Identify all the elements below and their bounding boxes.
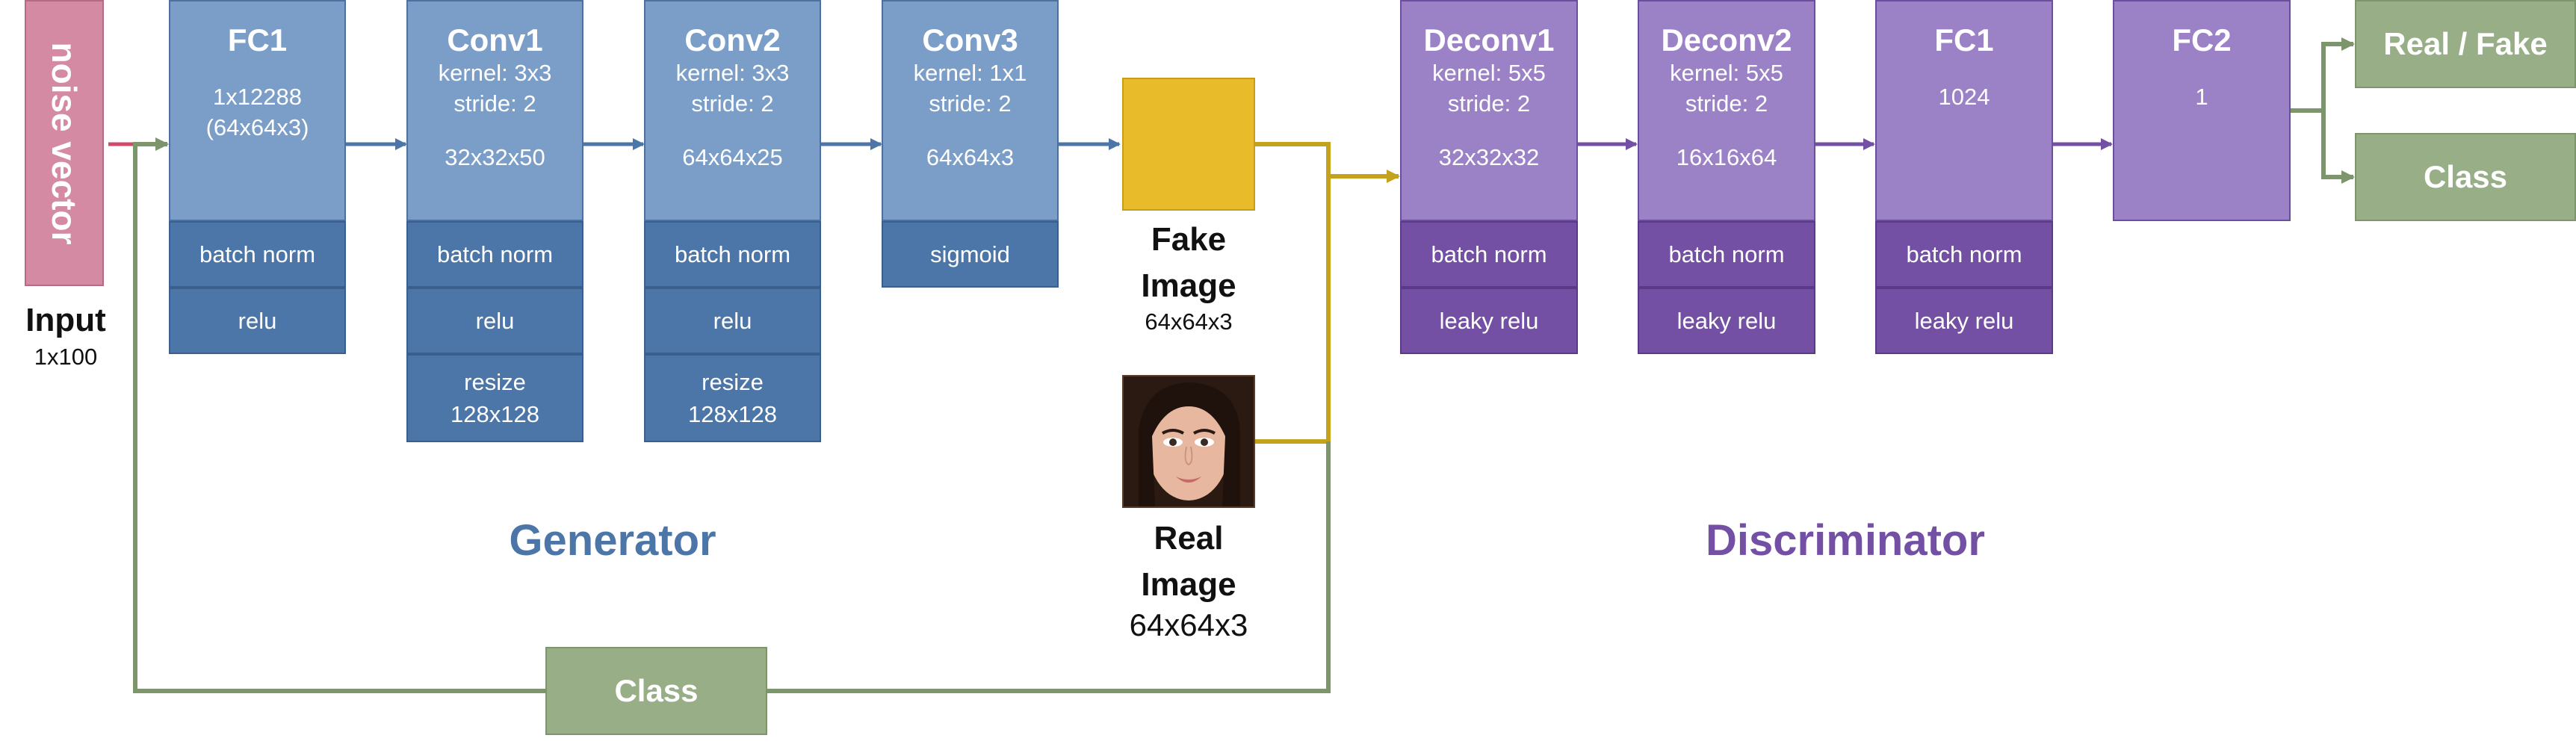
conv3-kernel: kernel: 1x1 (913, 60, 1027, 87)
conv1-kernel: kernel: 3x3 (438, 60, 552, 87)
fake-image-label-line2: Image (1141, 267, 1236, 304)
conv2-batchnorm-label: batch norm (674, 241, 791, 267)
conv2-relu-label: relu (713, 307, 752, 334)
gen-fc1-dim1: 1x12288 (213, 84, 302, 111)
output-class-label: Class (2423, 158, 2508, 194)
conv2-dim: 64x64x25 (682, 143, 783, 170)
real-image-photo (1122, 375, 1255, 508)
conv2-kernel: kernel: 3x3 (675, 60, 790, 87)
gen-fc1-dim2: (64x64x3) (205, 114, 309, 140)
conv1-resize-label: resize (464, 368, 526, 395)
output-real-fake: Real / Fake (2355, 0, 2576, 88)
disc-fc2-block: FC2 1 (2113, 0, 2291, 221)
conv2-relu: relu (644, 288, 821, 354)
conv1-block: Conv1 kernel: 3x3 stride: 2 32x32x50 (406, 0, 583, 221)
noise-vector-label: noise vector (45, 42, 84, 244)
deconv1-batchnorm-label: batch norm (1431, 241, 1547, 267)
deconv1-kernel: kernel: 5x5 (1432, 60, 1546, 87)
disc-fc2-dim: 1 (2195, 84, 2208, 111)
class-input-box: Class (545, 647, 767, 735)
fake-image (1122, 78, 1255, 211)
conv1-dim: 32x32x50 (445, 143, 545, 170)
conv2-block: Conv2 kernel: 3x3 stride: 2 64x64x25 (644, 0, 821, 221)
conv2-resize: resize 128x128 (644, 354, 821, 442)
conv3-stride: stride: 2 (929, 90, 1012, 117)
gen-fc1-batchnorm: batch norm (169, 221, 346, 288)
generator-title: Generator (509, 516, 716, 565)
gen-fc1-batchnorm-label: batch norm (199, 241, 316, 267)
conv2-resize-label: resize (702, 368, 764, 395)
conv3-dim: 64x64x3 (926, 143, 1015, 170)
input-size: 1x100 (34, 343, 98, 370)
input-label-group: Input 1x100 (10, 297, 122, 371)
arrow-to-class-output (2321, 111, 2355, 184)
conv3-sigmoid-label: sigmoid (930, 241, 1010, 267)
real-image-label-line2: Image (1141, 565, 1236, 603)
deconv2-block: Deconv2 kernel: 5x5 stride: 2 16x16x64 (1638, 0, 1815, 221)
conv1-relu-label: relu (475, 307, 515, 334)
deconv1-block: Deconv1 kernel: 5x5 stride: 2 32x32x32 (1400, 0, 1578, 221)
disc-fc2-title: FC2 (2172, 22, 2232, 58)
deconv2-leaky-relu-label: leaky relu (1676, 307, 1777, 334)
input-label: Input (25, 302, 106, 338)
deconv1-title: Deconv1 (1423, 22, 1555, 58)
discriminator-title: Discriminator (1706, 516, 1985, 565)
conv1-batchnorm: batch norm (406, 221, 583, 288)
conv2-title: Conv2 (684, 22, 781, 58)
deconv2-batchnorm-label: batch norm (1668, 241, 1785, 267)
conv3-title: Conv3 (922, 22, 1018, 58)
deconv1-dim: 32x32x32 (1438, 143, 1540, 170)
disc-fc1-leaky-relu: leaky relu (1875, 288, 2053, 354)
real-image-label-group: Real Image 64x64x3 (1092, 515, 1285, 643)
conv2-batchnorm: batch norm (644, 221, 821, 288)
arrow-class-to-fc1 (133, 137, 545, 693)
real-image-label-line1: Real (1154, 520, 1224, 557)
disc-fc1-batchnorm-label: batch norm (1906, 241, 2022, 267)
deconv2-batchnorm: batch norm (1638, 221, 1815, 288)
arrow-to-real-fake (2321, 37, 2355, 111)
disc-fc1-batchnorm: batch norm (1875, 221, 2053, 288)
conv3-block: Conv3 kernel: 1x1 stride: 2 64x64x3 (882, 0, 1059, 221)
disc-fc1-dim: 1024 (1938, 84, 1990, 111)
deconv1-stride: stride: 2 (1447, 90, 1531, 117)
conv1-batchnorm-label: batch norm (436, 241, 554, 267)
deconv2-dim: 16x16x64 (1676, 143, 1777, 170)
conv1-relu: relu (406, 288, 583, 354)
noise-vector: noise vector (25, 0, 104, 286)
conv1-resize: resize 128x128 (406, 354, 583, 442)
real-image-size: 64x64x3 (1129, 607, 1248, 643)
conv1-resize-size: 128x128 (451, 401, 539, 427)
gen-fc1-title: FC1 (227, 22, 288, 58)
conv3-sigmoid: sigmoid (882, 221, 1059, 288)
gen-fc1-block: FC1 1x12288 (64x64x3) (169, 0, 346, 221)
conv1-title: Conv1 (447, 22, 543, 58)
deconv2-leaky-relu: leaky relu (1638, 288, 1815, 354)
deconv2-kernel: kernel: 5x5 (1670, 60, 1783, 87)
output-real-fake-label: Real / Fake (2383, 25, 2548, 61)
deconv1-batchnorm: batch norm (1400, 221, 1578, 288)
line-fake-to-discriminator (1255, 142, 1331, 176)
output-class: Class (2355, 133, 2576, 221)
line-class-to-image-junction (767, 441, 1331, 693)
fake-image-size: 64x64x3 (1145, 309, 1233, 335)
gen-fc1-relu-label: relu (238, 307, 277, 334)
fake-image-label-line1: Fake (1151, 221, 1227, 258)
deconv2-stride: stride: 2 (1685, 90, 1768, 117)
gen-fc1-relu: relu (169, 288, 346, 354)
conv2-stride: stride: 2 (691, 90, 774, 117)
deconv1-leaky-relu-label: leaky relu (1439, 307, 1539, 334)
class-input-label: Class (614, 672, 699, 708)
deconv2-title: Deconv2 (1661, 22, 1792, 58)
fake-image-label-group: Fake Image 64x64x3 (1092, 217, 1285, 335)
conv2-resize-size: 128x128 (688, 401, 777, 427)
disc-fc1-block: FC1 1024 (1875, 0, 2053, 221)
deconv1-leaky-relu: leaky relu (1400, 288, 1578, 354)
disc-fc1-leaky-relu-label: leaky relu (1914, 307, 2014, 334)
disc-fc1-title: FC1 (1934, 22, 1994, 58)
conv1-stride: stride: 2 (453, 90, 536, 117)
